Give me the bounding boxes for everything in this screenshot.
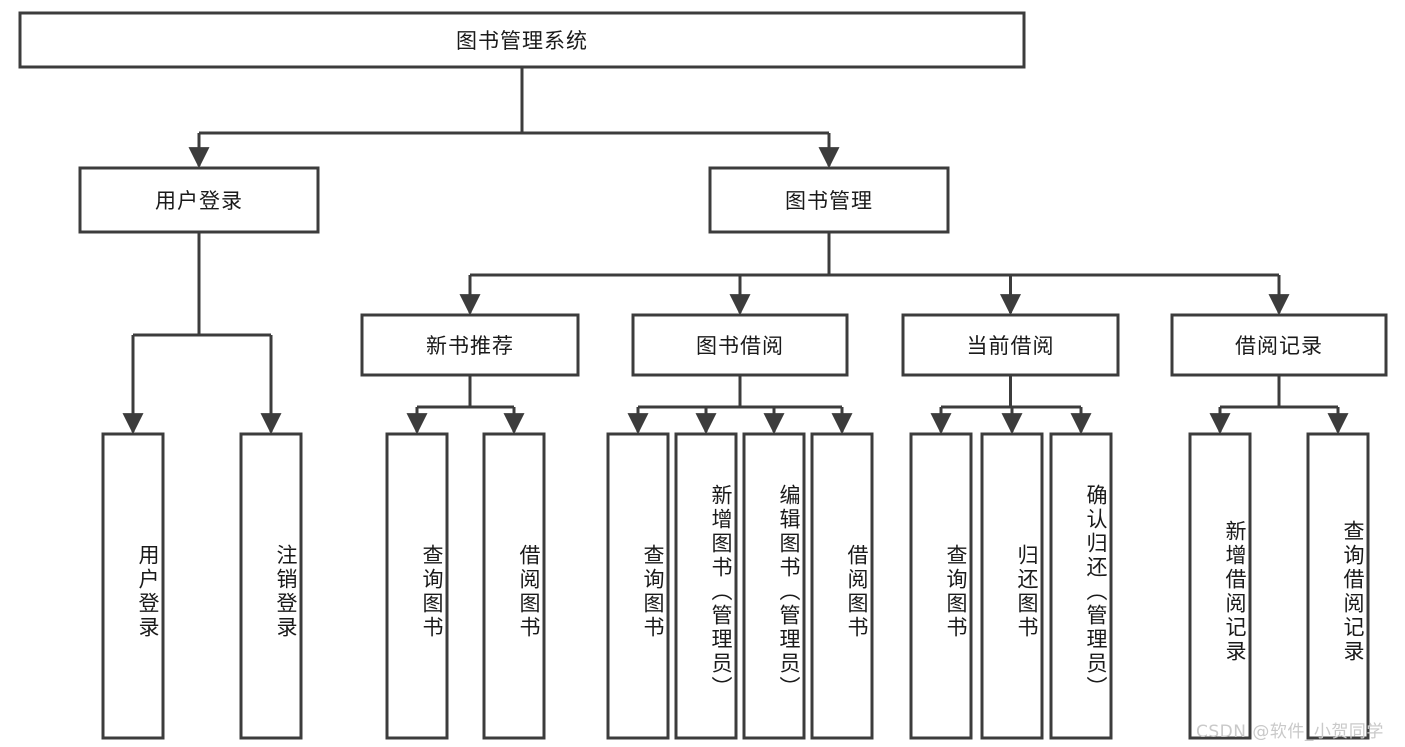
node-box-borrow-record [1170, 313, 1388, 377]
node-box-new-book-recommend [360, 313, 580, 377]
node-box-user-login [78, 166, 320, 234]
node-box-leaf-borrow-book-1 [482, 432, 546, 740]
node-box-book-borrow [631, 313, 849, 377]
node-box-leaf-borrow-book-2 [810, 432, 874, 740]
node-box-leaf-query-book-3 [909, 432, 973, 740]
node-box-book-management [708, 166, 950, 234]
node-box-leaf-confirm-return [1049, 432, 1113, 740]
node-box-root [18, 11, 1026, 69]
node-box-leaf-logout [239, 432, 303, 740]
node-box-leaf-query-book-2 [606, 432, 670, 740]
node-box-leaf-add-record [1188, 432, 1252, 740]
node-box-leaf-add-book [674, 432, 738, 740]
node-box-leaf-query-book-1 [385, 432, 449, 740]
node-box-leaf-edit-book [742, 432, 806, 740]
node-box-leaf-user-login [101, 432, 165, 740]
node-boxes [18, 11, 1388, 740]
node-edges [122, 67, 1349, 435]
node-box-leaf-return-book [980, 432, 1044, 740]
node-box-leaf-query-record [1306, 432, 1370, 740]
node-box-current-borrow [901, 313, 1120, 377]
csdn-watermark: CSDN @软件_小贺同学 [1196, 722, 1384, 742]
